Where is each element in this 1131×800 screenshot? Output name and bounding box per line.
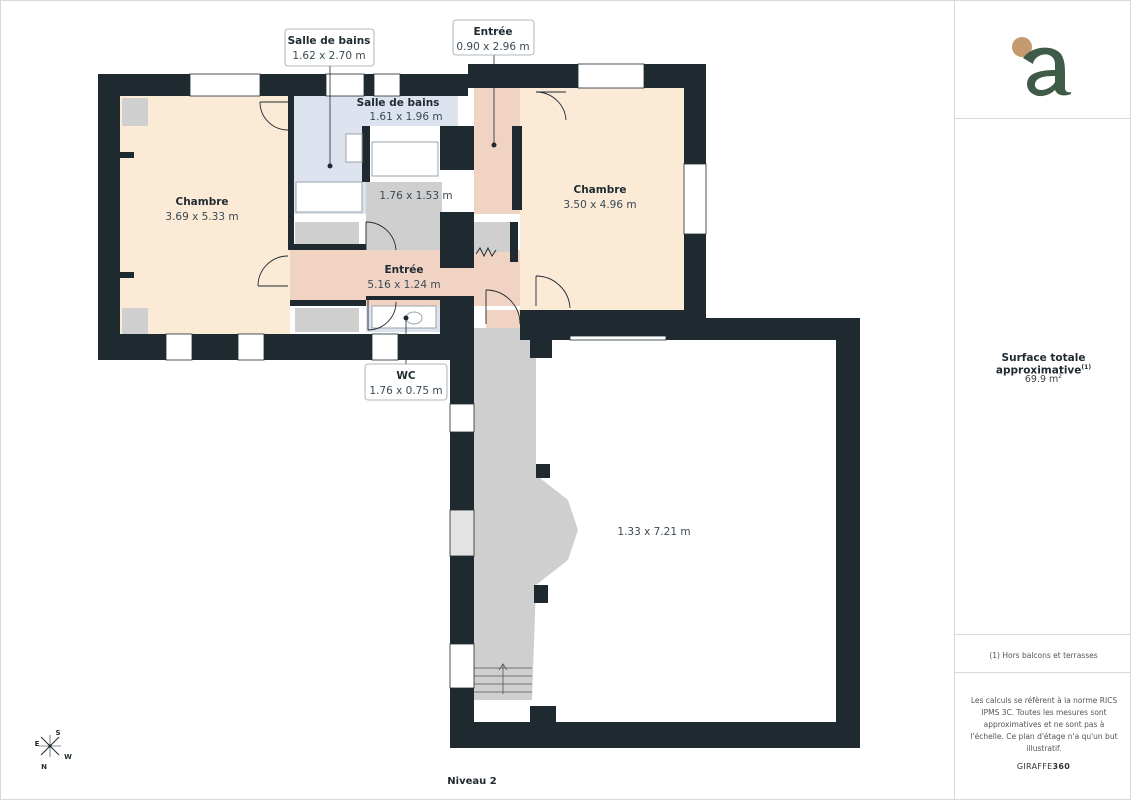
level-label: Niveau 2 xyxy=(447,776,497,787)
dims-big-room: 1.33 x 7.21 m xyxy=(617,526,690,538)
basin xyxy=(345,133,363,163)
info-panel: Surface totale approximative(1) 69.9 m2 … xyxy=(954,0,1131,800)
compass-w: W xyxy=(64,753,72,761)
walls xyxy=(98,64,860,748)
compass-e: E xyxy=(35,740,40,748)
compass-s: S xyxy=(55,729,60,737)
floor-plan: Chambre 3.69 x 5.33 m Chambre 3.50 x 4.9… xyxy=(35,19,860,771)
callout-salle-bains-name: Salle de bains xyxy=(288,35,371,47)
callout-salle-bains: Salle de bains 1.62 x 2.70 m xyxy=(284,28,375,169)
label-chambre-left: Chambre xyxy=(175,196,228,208)
callout-wc-name: WC xyxy=(396,370,416,382)
stair-floor xyxy=(486,310,520,330)
dims-small-room: 1.76 x 1.53 m xyxy=(379,190,452,202)
dims-salle-bains-inner: 1.61 x 1.96 m xyxy=(369,111,442,123)
bathtub-left xyxy=(295,181,363,213)
closet-left-top xyxy=(122,98,148,126)
compass-n: N xyxy=(41,763,47,771)
callout-wc: WC 1.76 x 0.75 m xyxy=(364,315,448,401)
callout-wc-dims: 1.76 x 0.75 m xyxy=(369,385,442,397)
brand-label: GIRAFFE360 xyxy=(955,762,1131,771)
agency-logo-icon xyxy=(1012,37,1071,97)
panel-divider-3 xyxy=(955,672,1131,673)
note-rics: Les calculs se réfèrent à la norme RICS … xyxy=(970,696,1118,753)
brand-text: GIRAFFE xyxy=(1016,762,1053,771)
bedroom-right-floor xyxy=(520,88,684,310)
wardrobe-hall-1 xyxy=(295,222,359,244)
area-title-text: Surface totale approximative xyxy=(995,352,1086,377)
bathroom-inner-floor xyxy=(344,96,458,126)
compass-icon: S E N W xyxy=(35,729,73,771)
note-balcony: (1) Hors balcons et terrasses xyxy=(989,651,1098,660)
dims-entree-hall: 5.16 x 1.24 m xyxy=(367,279,440,291)
big-room-floor xyxy=(536,340,836,724)
callout-salle-bains-dims: 1.62 x 2.70 m xyxy=(292,50,365,62)
wardrobe-hall-2 xyxy=(295,308,359,332)
area-value-text: 69.9 m xyxy=(1024,374,1059,386)
doors xyxy=(257,91,571,331)
label-salle-bains-inner: Salle de bains xyxy=(357,97,440,109)
small-room-floor xyxy=(366,182,442,250)
bathtub-inner xyxy=(371,141,439,177)
closet-right-floor xyxy=(474,222,514,252)
windows xyxy=(165,63,707,689)
panel-divider-2 xyxy=(955,634,1131,635)
panel-divider-1 xyxy=(955,118,1131,119)
label-entree-hall: Entrée xyxy=(384,264,423,276)
dims-chambre-left: 3.69 x 5.33 m xyxy=(165,211,238,223)
area-unit-sup: 2 xyxy=(1058,373,1063,380)
zigzag-mark xyxy=(475,246,497,258)
callout-entree-top-dims: 0.90 x 2.96 m xyxy=(456,41,529,53)
corridor-floor xyxy=(474,328,578,700)
closet-left-bottom xyxy=(122,308,148,334)
brand-bold: 360 xyxy=(1052,762,1071,771)
stair-lines xyxy=(474,663,532,694)
bedroom-left-floor xyxy=(120,96,290,334)
dims-chambre-right: 3.50 x 4.96 m xyxy=(563,199,636,211)
area-title-sup: (1) xyxy=(1081,364,1092,371)
label-chambre-right: Chambre xyxy=(573,184,626,196)
callout-entree-top-name: Entrée xyxy=(473,26,512,38)
callout-entree-top: Entrée 0.90 x 2.96 m xyxy=(452,19,535,148)
area-value: 69.9 m2 xyxy=(955,373,1131,385)
area-title: Surface totale approximative(1) xyxy=(955,352,1131,377)
